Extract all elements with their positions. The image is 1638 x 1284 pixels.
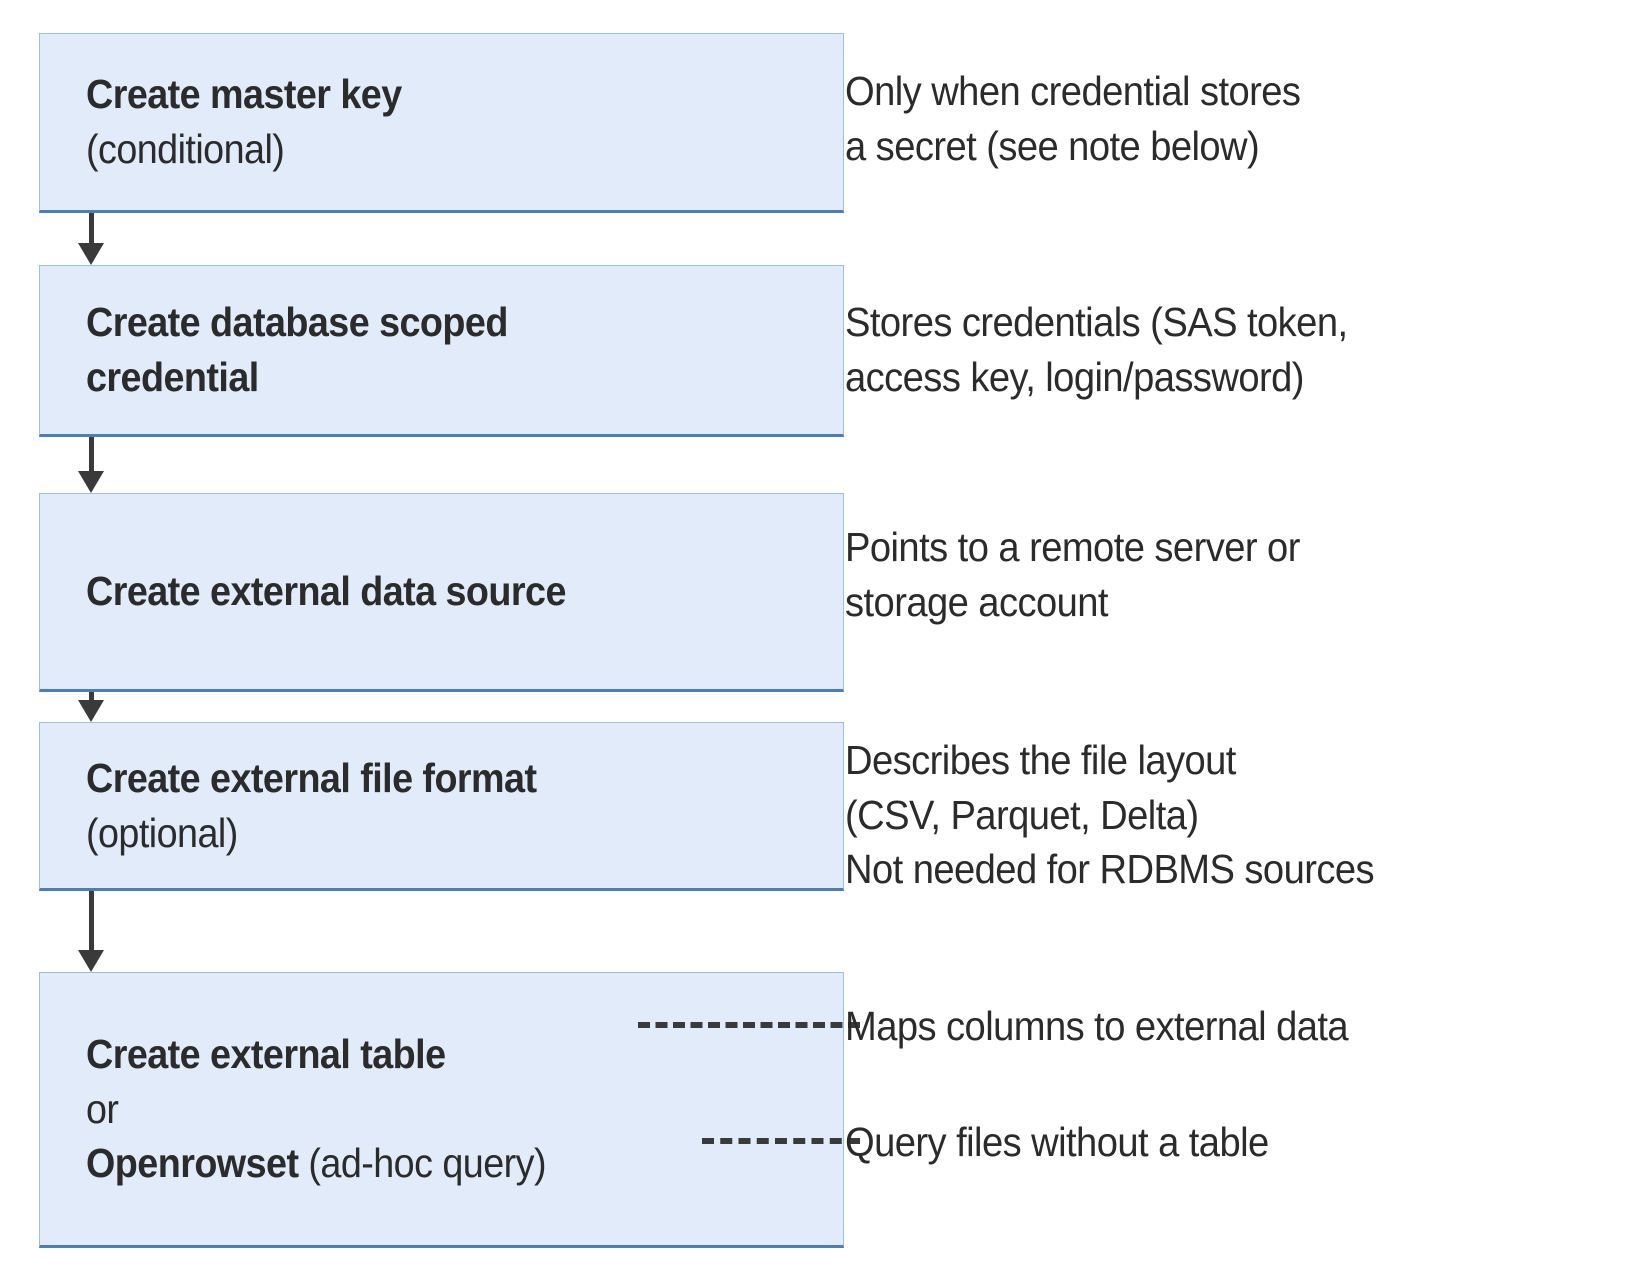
step-title-master-key: Create master key xyxy=(86,71,402,118)
step-label-external-table: Create external table or Openrowset (ad-… xyxy=(40,1027,779,1191)
annotation-line: Only when credential stores xyxy=(845,68,1301,114)
step-label-data-source: Create external data source xyxy=(40,564,779,619)
arrow-file-format-to-external-table xyxy=(78,891,104,972)
annotation-master-key: Only when credential stores a secret (se… xyxy=(845,64,1570,173)
dashed-leader-openrowset xyxy=(702,1138,860,1144)
arrow-master-key-to-scoped-credential xyxy=(78,213,104,265)
step-or-label: or xyxy=(86,1085,119,1132)
arrow-head-icon xyxy=(78,471,104,493)
arrow-data-source-to-file-format xyxy=(78,692,104,722)
arrow-head-icon xyxy=(78,950,104,972)
annotation-line: storage account xyxy=(845,578,1109,625)
annotation-line: (CSV, Parquet, Delta) xyxy=(845,791,1199,838)
step-label-scoped-credential: Create database scoped credential xyxy=(40,295,779,404)
step-box-file-format[interactable]: Create external file format (optional) xyxy=(39,722,844,891)
step-title-scoped-credential: Create database scoped xyxy=(86,299,508,346)
annotation-data-source: Points to a remote server or storage acc… xyxy=(845,520,1570,629)
arrow-stem xyxy=(89,891,94,950)
arrow-stem xyxy=(89,437,94,471)
arrow-stem xyxy=(89,213,94,243)
annotation-line: Points to a remote server or xyxy=(845,524,1300,570)
step-box-master-key[interactable]: Create master key (conditional) xyxy=(39,33,844,213)
step-label-file-format: Create external file format (optional) xyxy=(40,751,779,860)
step-subtitle-file-format: (optional) xyxy=(86,809,238,856)
arrow-head-icon xyxy=(78,700,104,722)
arrow-scoped-credential-to-data-source xyxy=(78,437,104,493)
annotation-external-table: Maps columns to external data xyxy=(845,999,1570,1054)
step-title-file-format: Create external file format xyxy=(86,754,537,801)
step-title-external-table: Create external table xyxy=(86,1031,446,1078)
step-box-data-source[interactable]: Create external data source xyxy=(39,493,844,692)
dashed-leader-external-table xyxy=(638,1022,860,1028)
annotation-line: Query files without a table xyxy=(845,1119,1269,1165)
arrow-head-icon xyxy=(78,243,104,265)
annotation-line: Not needed for RDBMS sources xyxy=(845,846,1375,893)
annotation-line: Describes the file layout xyxy=(845,737,1236,783)
step-title-openrowset-suffix: (ad-hoc query) xyxy=(298,1140,546,1187)
annotation-scoped-credential: Stores credentials (SAS token, access ke… xyxy=(845,295,1570,404)
step-box-external-table[interactable]: Create external table or Openrowset (ad-… xyxy=(39,972,844,1248)
annotation-file-format: Describes the file layout (CSV, Parquet,… xyxy=(845,733,1570,897)
annotation-openrowset: Query files without a table xyxy=(845,1115,1570,1170)
annotation-line: Maps columns to external data xyxy=(845,1003,1349,1049)
step-box-scoped-credential[interactable]: Create database scoped credential xyxy=(39,265,844,437)
annotation-line: a secret (see note below) xyxy=(845,122,1260,169)
annotation-line: Stores credentials (SAS token, xyxy=(845,299,1348,345)
arrow-stem xyxy=(89,692,94,700)
step-subtitle-master-key: (conditional) xyxy=(86,126,285,172)
step-label-master-key: Create master key (conditional) xyxy=(40,67,779,176)
step-title-openrowset: Openrowset xyxy=(86,1140,299,1187)
step-title-data-source: Create external data source xyxy=(86,568,566,615)
annotation-line: access key, login/password) xyxy=(845,353,1304,400)
step-title-scoped-credential-line2: credential xyxy=(86,354,259,400)
